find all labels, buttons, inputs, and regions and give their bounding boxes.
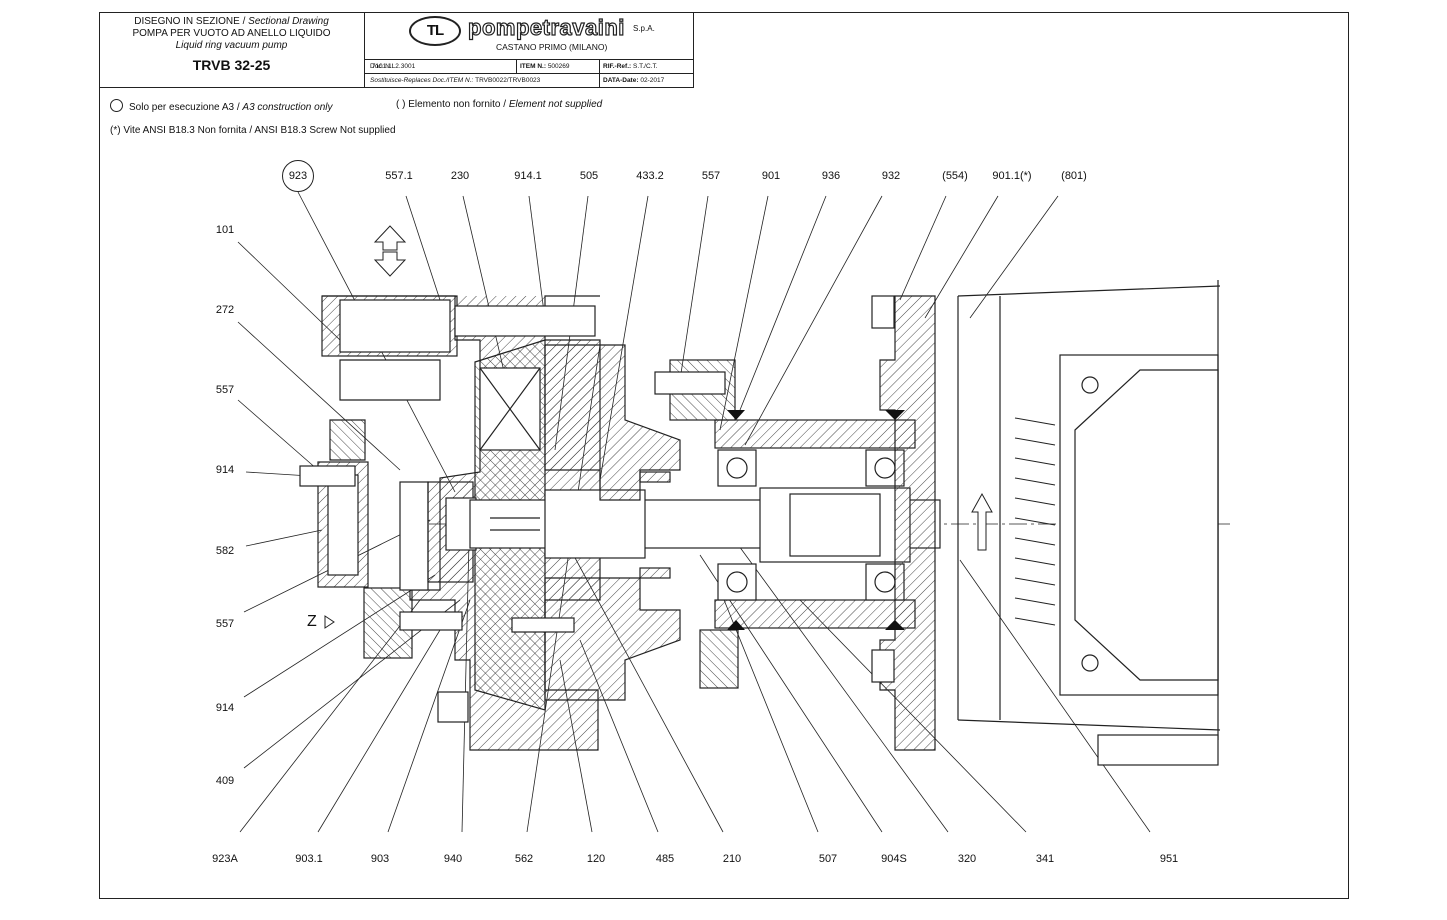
callout-bottom-7: 485 [655,853,675,865]
callout-left-2: 272 [215,304,235,316]
callout-bottom-8: 210 [722,853,742,865]
title-line-3: Liquid ring vacuum pump [175,40,288,51]
company-logo-icon: TL [409,16,461,46]
note-a3: Solo per esecuzione A3 / A3 construction… [110,99,332,113]
model-title: TRVB 32-25 [192,57,271,73]
callout-left-4: 914 [215,464,235,476]
callout-left-5: 582 [215,545,235,557]
company-name: pompetravaini [467,14,625,40]
callout-left-7: 914 [215,702,235,714]
callout-top-4: 914.1 [514,170,542,182]
callout-top-3: 230 [450,170,470,182]
callout-top-5: 505 [579,170,599,182]
note-not-supplied: ( ) Elemento non fornito / Element not s… [396,99,603,110]
bearing-sleeve-upper [714,419,916,449]
company-city: CASTANO PRIMO (MILANO) [496,42,608,52]
bearing-bracket-lower [544,577,681,701]
ref-value: S.T./C.T. [632,63,658,70]
flow-arrow-icon [324,225,993,629]
title-line-2: POMPA PER VUOTO AD ANELLO LIQUIDO [132,28,331,39]
callout-bottom-6: 120 [586,853,606,865]
note-screw: (*) Vite ANSI B18.3 Non fornita / ANSI B… [110,125,396,136]
title-line-1: DISEGNO IN SEZIONE / Sectional Drawing [134,16,329,27]
callout-top-7: 557 [701,170,721,182]
view-direction-label: Z [307,613,317,630]
callout-top-8: 901 [761,170,781,182]
drawing-frame [99,12,1349,899]
date-label: DATA-Date: [603,77,639,84]
bearing-sleeve-lower [714,599,916,629]
callout-top-12: 901.1(*) [992,170,1032,182]
callout-bottom-11: 320 [957,853,977,865]
replaces-value: TRVB0022/TRVB0023 [475,77,541,84]
callout-top-11: (554) [942,170,968,182]
callout-top-9: 936 [821,170,841,182]
motor-flange [879,295,936,751]
o-ring-seals [639,410,905,630]
ref-label: RIF.-Ref.: [603,63,632,70]
replaces-label: Sostituisce-Replaces Doc./ITEM N.: [370,77,474,84]
electric-motor [957,280,1221,766]
title-block-company: TL pompetravaini S.p.A. CASTANO PRIMO (M… [365,12,694,88]
company-header: TL pompetravaini S.p.A. CASTANO PRIMO (M… [365,12,693,59]
callout-left-3: 557 [215,384,235,396]
callout-left-8: 409 [215,775,235,787]
callout-left-1: 101 [215,224,235,236]
doc-value: 7101.1L2.3001 [371,63,416,70]
callout-bottom-10: 904S [881,853,907,865]
callout-top-10: 932 [881,170,901,182]
callout-bottom-13: 951 [1159,853,1179,865]
callout-bottom-2: 903.1 [295,853,323,865]
callout-left-6: 557 [215,618,235,630]
callout-bottom-5: 562 [514,853,534,865]
callout-top-6: 433.2 [636,170,664,182]
item-label: ITEM N.: [520,63,546,70]
bearing-bracket-upper [544,344,681,501]
callout-bottom-1: 923A [212,853,238,865]
callout-top-2: 557.1 [385,170,413,182]
callout-top-1: 923 [282,160,314,192]
date-value: 02-2017 [640,77,665,84]
callout-bottom-4: 940 [443,853,463,865]
callout-top-13: (801) [1061,170,1087,182]
bolts [299,305,726,723]
callout-bottom-12: 341 [1035,853,1055,865]
callout-bottom-3: 903 [370,853,390,865]
document-info-grid: Doc. N.: 7101.1L2.3001 ITEM N.: 500269 R… [365,59,693,88]
company-suffix: S.p.A. [633,24,655,33]
circle-symbol-icon [110,99,123,112]
title-block-description: DISEGNO IN SEZIONE / Sectional Drawing P… [99,12,365,88]
doc-label: Doc. N.: [370,63,394,70]
callout-bottom-9: 507 [818,853,838,865]
item-value: 500269 [547,63,570,70]
